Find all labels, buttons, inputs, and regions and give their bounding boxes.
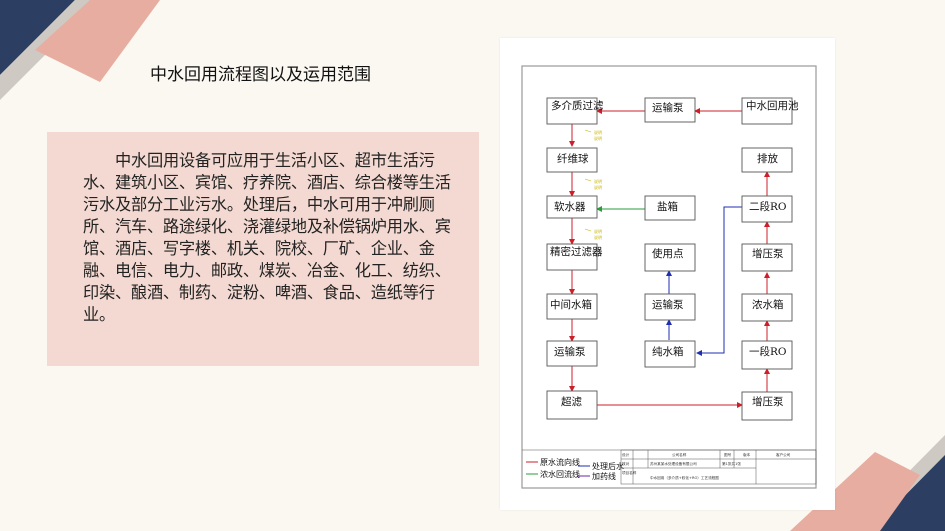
bottom-right-salmon-shape: [790, 452, 920, 531]
svg-text:使用点: 使用点: [652, 247, 684, 260]
treated-water-lines: [666, 206, 742, 356]
svg-text:项目名称: 项目名称: [622, 470, 637, 475]
node-ro-stage-2: 二段RO: [741, 195, 793, 223]
node-transfer-pump-low: 运输泵: [546, 340, 598, 367]
node-softener: 软水器: [546, 195, 598, 219]
legend: 原水流向线 浓水回流线 处理后水 加药线: [526, 457, 624, 481]
svg-text:超滤: 超滤: [561, 395, 582, 408]
node-ultrafilter: 超滤: [546, 390, 598, 420]
svg-text:增压泵: 增压泵: [752, 247, 784, 260]
svg-text:二段RO: 二段RO: [749, 200, 787, 213]
svg-text:说明: 说明: [594, 184, 602, 190]
svg-text:核对: 核对: [622, 461, 630, 466]
node-transfer-pump-top: 运输泵: [644, 97, 696, 123]
legend-concentrate-return: 浓水回流线: [540, 469, 580, 479]
svg-text:说明: 说明: [594, 129, 602, 135]
svg-text:说明: 说明: [594, 178, 602, 184]
legend-raw-water: 原水流向线: [540, 457, 580, 467]
node-multi-media-filter: 多介质过滤: [546, 97, 604, 125]
node-transfer-pump-mid: 运输泵: [644, 293, 696, 321]
raw-water-lines: [569, 108, 770, 408]
svg-text:中间水箱: 中间水箱: [550, 298, 592, 311]
node-middle-tank: 中间水箱: [546, 293, 598, 320]
node-salt-tank: 盐箱: [644, 195, 696, 221]
svg-text:客户公司: 客户公司: [776, 452, 791, 457]
flowchart-document: 说明说明 说明说明 说明说明: [500, 38, 835, 510]
svg-text:纤维球: 纤维球: [557, 152, 589, 165]
svg-text:运输泵: 运输泵: [652, 101, 684, 114]
svg-text:运输泵: 运输泵: [652, 298, 684, 311]
top-left-salmon-shape: [35, 0, 160, 82]
svg-text:精密过滤器: 精密过滤器: [550, 245, 603, 258]
svg-text:设计: 设计: [622, 452, 630, 457]
svg-text:第1张共1张: 第1张共1张: [722, 461, 741, 466]
slide-title: 中水回用流程图以及运用范围: [150, 65, 371, 85]
node-fiber-ball: 纤维球: [546, 147, 598, 173]
node-ro-stage-1: 一段RO: [741, 340, 793, 370]
svg-text:运输泵: 运输泵: [554, 345, 586, 358]
node-booster-pump-lower: 增压泵: [741, 391, 793, 421]
legend-treated-water: 处理后水: [592, 461, 624, 471]
title-block: [522, 449, 817, 485]
description-text: 中水回用设备可应用于生活小区、超市生活污水、建筑小区、宾馆、疗养院、酒店、综合楼…: [83, 151, 451, 324]
svg-text:说明: 说明: [594, 135, 602, 141]
svg-text:增压泵: 增压泵: [752, 395, 784, 408]
svg-text:软水器: 软水器: [554, 200, 586, 213]
svg-text:一段RO: 一段RO: [749, 345, 787, 358]
svg-text:纯水箱: 纯水箱: [652, 345, 684, 358]
title-block-text: 设计 核对 项目名称 公司名称 苏州某某水处理设备有限公司 图号 版本 第1张共…: [622, 452, 791, 480]
description-box: 中水回用设备可应用于生活小区、超市生活污水、建筑小区、宾馆、疗养院、酒店、综合楼…: [47, 132, 479, 366]
svg-text:浓水箱: 浓水箱: [752, 298, 784, 311]
svg-text:中水回用（多介质+软化+RO）工艺流程图: 中水回用（多介质+软化+RO）工艺流程图: [650, 475, 719, 480]
svg-text:说明: 说明: [594, 234, 602, 240]
svg-text:多介质过滤: 多介质过滤: [551, 99, 604, 112]
svg-text:图号: 图号: [724, 452, 732, 457]
node-concentrate-tank: 浓水箱: [741, 293, 793, 322]
svg-text:说明: 说明: [594, 228, 602, 234]
svg-text:中水回用池: 中水回用池: [746, 99, 799, 112]
drawing-frame: [521, 65, 817, 489]
legend-dosing: 加药线: [592, 471, 616, 481]
node-reuse-pool: 中水回用池: [741, 97, 799, 125]
svg-text:苏州某某水处理设备有限公司: 苏州某某水处理设备有限公司: [650, 461, 697, 466]
svg-text:公司名称: 公司名称: [672, 452, 687, 457]
node-booster-pump-upper: 增压泵: [741, 243, 793, 272]
node-precision-filter: 精密过滤器: [546, 243, 603, 271]
svg-text:版本: 版本: [743, 452, 751, 457]
node-pure-water-tank: 纯水箱: [644, 340, 696, 368]
node-discharge: 排放: [741, 147, 793, 173]
svg-text:盐箱: 盐箱: [657, 200, 678, 213]
svg-text:排放: 排放: [757, 152, 778, 165]
node-use-point: 使用点: [644, 243, 696, 272]
